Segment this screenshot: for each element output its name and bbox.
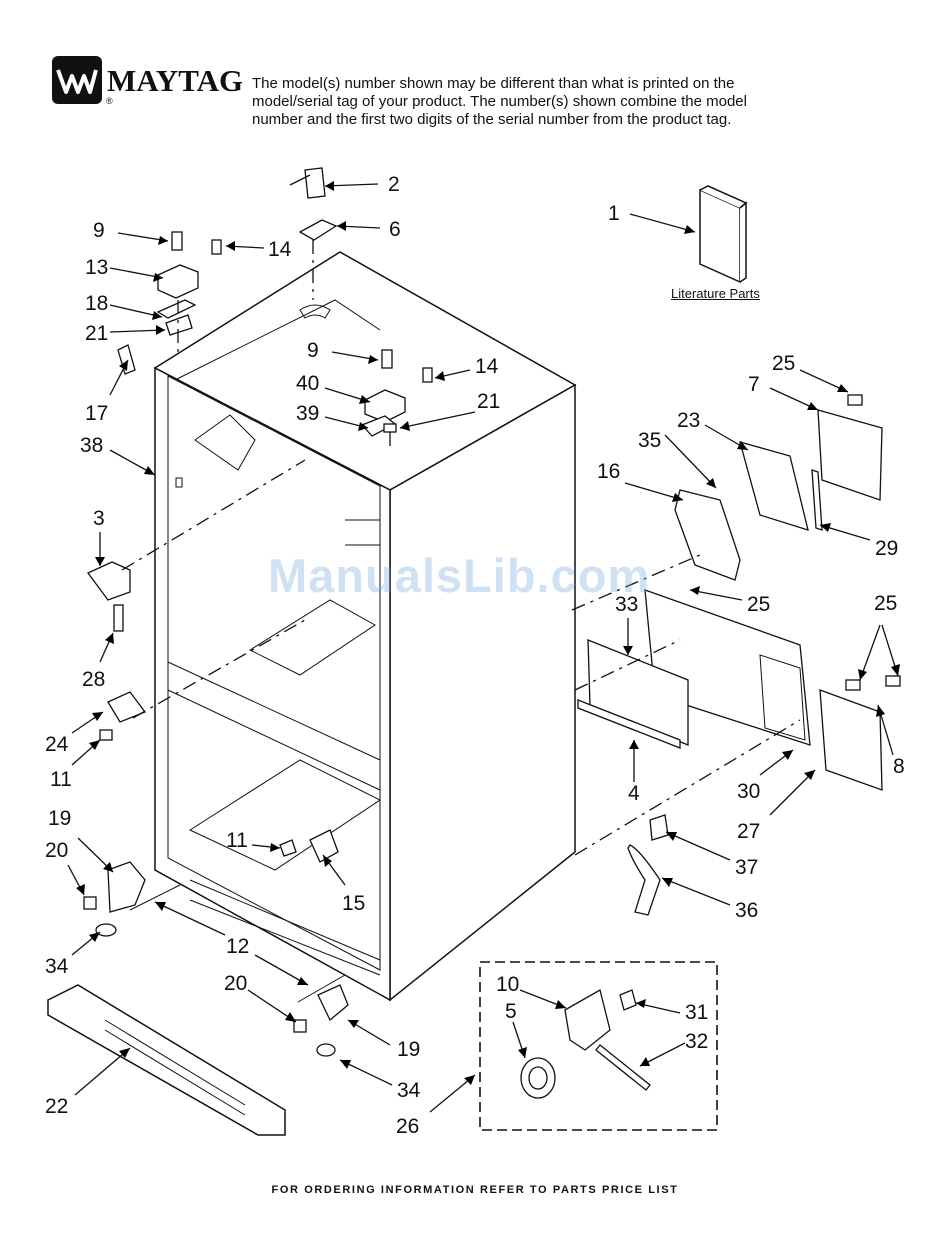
callout-number: 7	[748, 373, 760, 396]
machine-compartment-parts	[577, 394, 901, 916]
callout-number: 19	[397, 1038, 420, 1061]
callout-number: 4	[628, 782, 640, 805]
callout-number: 22	[45, 1095, 68, 1118]
callout-number: 1	[608, 202, 620, 225]
registered-mark: ®	[106, 96, 113, 106]
callout-number: 25	[747, 593, 770, 616]
bottom-parts	[47, 974, 349, 1136]
callout-number: 2	[388, 173, 400, 196]
callout-number: 28	[82, 668, 105, 691]
callout-number: 12	[226, 935, 249, 958]
callout-number: 14	[475, 355, 499, 378]
callout-number: 24	[45, 733, 69, 756]
callout-number: 11	[50, 768, 72, 791]
callout-number: 27	[737, 820, 760, 843]
top-water-fitting	[289, 167, 338, 241]
callout-number: 21	[477, 390, 500, 413]
callout-number: 31	[685, 1001, 708, 1024]
callout-number: 29	[875, 537, 898, 560]
literature-book	[699, 185, 748, 284]
notice-line: The model(s) number shown may be differe…	[252, 75, 735, 92]
notice-line: number and the first two digits of the s…	[252, 111, 732, 128]
literature-parts-label: Literature Parts	[671, 286, 760, 301]
callout-number: 39	[296, 402, 319, 425]
callout-number: 38	[80, 434, 103, 457]
watermark: ManualsLib.com	[268, 549, 651, 602]
callout-number: 5	[505, 1000, 517, 1023]
callout-number: 3	[93, 507, 105, 530]
explode-lines	[121, 240, 801, 856]
top-left-hinge-assembly	[156, 231, 222, 336]
callout-number: 37	[735, 856, 758, 879]
callout-number: 6	[389, 218, 401, 241]
left-side-parts	[83, 344, 339, 937]
maytag-logo: MAYTAG ®	[52, 56, 242, 106]
callout-number: 10	[496, 973, 519, 996]
callout-number: 14	[268, 238, 292, 261]
callout-number: 16	[597, 460, 620, 483]
callout-number: 18	[85, 292, 108, 315]
callout-number: 21	[85, 322, 108, 345]
callout-number: 9	[307, 339, 319, 362]
callout-number: 20	[224, 972, 247, 995]
callout-number: 19	[48, 807, 71, 830]
callout-number: 32	[685, 1030, 708, 1053]
roller-assembly-box	[479, 961, 718, 1131]
callout-number: 17	[85, 402, 108, 425]
callout-number: 30	[737, 780, 760, 803]
refrigerator-cabinet	[153, 251, 577, 1002]
callout-number: 36	[735, 899, 758, 922]
top-right-hinge-assembly	[360, 349, 433, 437]
callout-number: 9	[93, 219, 105, 242]
callout-numbers: 2 6 1 9 14 13 18 21 17 38 9 14 40 39 21 …	[45, 173, 905, 1138]
callout-number: 35	[638, 429, 661, 452]
model-number-notice: The model(s) number shown may be differe…	[252, 75, 812, 129]
callout-number: 23	[677, 409, 700, 432]
callout-number: 15	[342, 892, 365, 915]
callout-number: 25	[874, 592, 897, 615]
ordering-footer-note: FOR ORDERING INFORMATION REFER TO PARTS …	[271, 1184, 679, 1196]
callout-number: 34	[397, 1079, 421, 1102]
leader-lines	[67, 181, 900, 1113]
callout-number: 8	[893, 755, 905, 778]
brand-text: MAYTAG	[107, 63, 242, 98]
callout-number: 25	[772, 352, 795, 375]
callout-number: 34	[45, 955, 69, 978]
callout-number: 13	[85, 256, 108, 279]
callout-number: 40	[296, 372, 319, 395]
callout-number: 33	[615, 593, 638, 616]
notice-line: model/serial tag of your product. The nu…	[252, 93, 747, 110]
callout-number: 20	[45, 839, 68, 862]
callout-number: 11	[226, 829, 248, 852]
callout-number: 26	[396, 1115, 419, 1138]
